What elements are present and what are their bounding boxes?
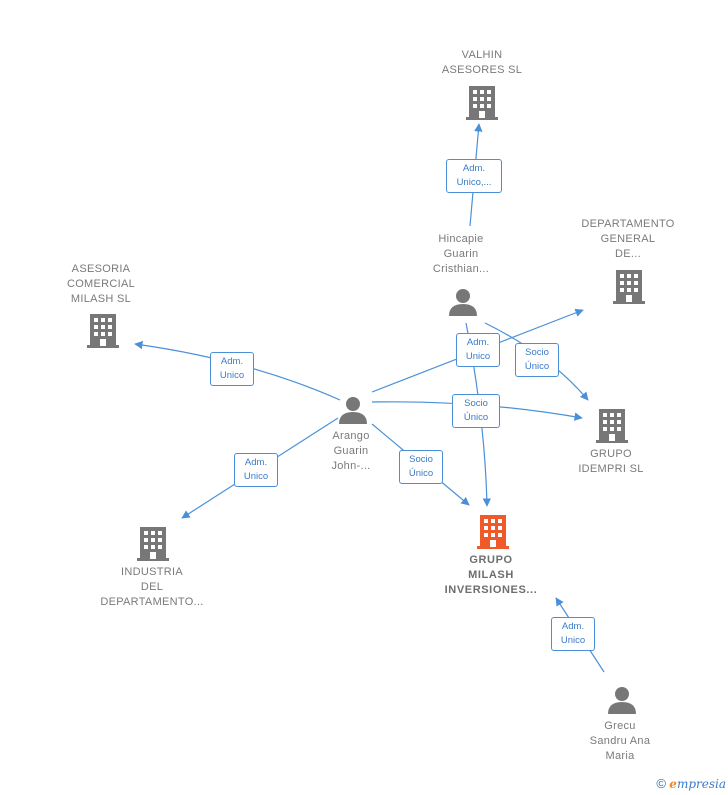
person-icon[interactable] bbox=[339, 397, 367, 424]
person-icon[interactable] bbox=[449, 289, 477, 316]
building-icon[interactable] bbox=[87, 314, 119, 348]
relation-label[interactable]: Socio Único bbox=[399, 450, 443, 484]
node-label-milash[interactable]: GRUPO MILASH INVERSIONES... bbox=[444, 554, 538, 596]
node-label-industria[interactable]: INDUSTRIA DEL DEPARTAMENTO... bbox=[100, 566, 204, 608]
building-icon[interactable] bbox=[137, 527, 169, 561]
brand-logo: empresia bbox=[669, 777, 726, 791]
relation-label[interactable]: Adm. Unico bbox=[234, 453, 278, 487]
building-icon[interactable] bbox=[613, 270, 645, 304]
brand-footer[interactable]: © empresia bbox=[656, 776, 726, 791]
relation-label[interactable]: Socio Único bbox=[452, 394, 500, 428]
node-label-grecu[interactable]: Grecu Sandru Ana Maria bbox=[589, 720, 651, 762]
relation-label[interactable]: Adm. Unico bbox=[210, 352, 254, 386]
relation-label[interactable]: Adm. Unico,... bbox=[446, 159, 502, 193]
node-label-idempri[interactable]: GRUPO IDEMPRI SL bbox=[578, 448, 644, 475]
node-label-asesoria[interactable]: ASESORIA COMERCIAL MILASH SL bbox=[66, 263, 136, 305]
node-label-valhin[interactable]: VALHIN ASESORES SL bbox=[441, 49, 523, 76]
building-icon[interactable] bbox=[466, 86, 498, 120]
relation-label[interactable]: Adm. Unico bbox=[551, 617, 595, 651]
building-icon[interactable] bbox=[477, 515, 509, 549]
node-label-departamento[interactable]: DEPARTAMENTO GENERAL DE... bbox=[581, 218, 675, 260]
person-icon[interactable] bbox=[608, 687, 636, 714]
building-icon[interactable] bbox=[596, 409, 628, 443]
relation-label[interactable]: Socio Único bbox=[515, 343, 559, 377]
copyright-icon: © bbox=[656, 776, 666, 791]
relation-label[interactable]: Adm. Unico bbox=[456, 333, 500, 367]
node-label-hincapie[interactable]: Hincapie Guarin Cristhian... bbox=[432, 233, 490, 275]
node-label-arango[interactable]: Arango Guarin John-... bbox=[331, 430, 371, 472]
